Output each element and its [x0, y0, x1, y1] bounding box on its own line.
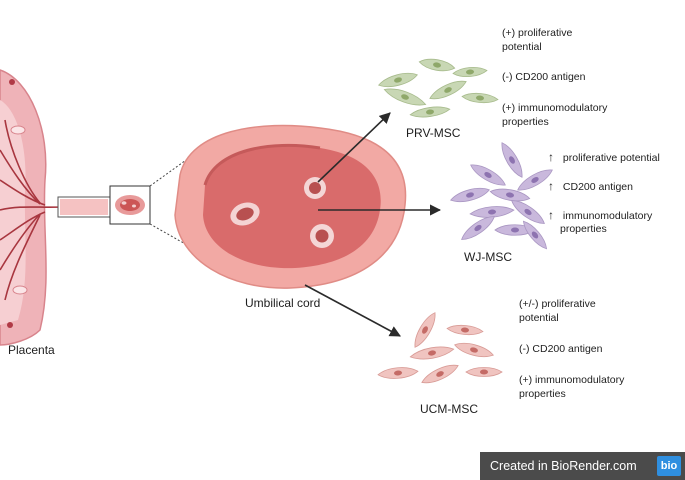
ucm-cell [409, 346, 455, 360]
placenta-graphic [0, 69, 61, 346]
prv-prop-proliferative-cont: potential [502, 41, 542, 53]
up-arrow-icon: ↑ [548, 208, 554, 222]
ucm-prop-immuno-cont: properties [519, 388, 566, 400]
ucm-cell [454, 342, 494, 358]
prv-msc-cells [378, 58, 499, 118]
placenta-label: Placenta [8, 343, 55, 357]
ucm-cell [414, 312, 436, 348]
wj-cell [501, 142, 523, 178]
wj-prop-proliferative: ↑ proliferative potential [548, 150, 660, 165]
umbilical-cord-label: Umbilical cord [245, 296, 321, 310]
wj-prop-immuno-cont: properties [560, 223, 607, 235]
wj-cell [469, 206, 515, 218]
wj-cell [450, 187, 490, 203]
prv-cell [452, 66, 488, 78]
prv-prop-immuno-cont: properties [502, 116, 549, 128]
up-arrow-icon: ↑ [548, 179, 554, 193]
ucm-cell [446, 324, 484, 336]
arrows [304, 112, 442, 337]
wj-prop-immuno-text: immunomodulatory [562, 210, 653, 222]
ucm-msc-cells [377, 312, 503, 384]
wj-prop-cd200: ↑ CD200 antigen [548, 179, 633, 194]
prv-cell [461, 92, 499, 104]
biorender-badge[interactable]: Created in BioRender.com bio [480, 452, 685, 480]
prv-msc-label: PRV-MSC [406, 126, 461, 140]
ucm-cell [465, 367, 503, 377]
prv-cell [429, 80, 467, 100]
ucm-cell [421, 364, 459, 384]
prv-cell [383, 88, 427, 106]
ucm-prop-cd200: (-) CD200 antigen [519, 343, 603, 355]
badge-text: Created in BioRender.com [490, 459, 637, 473]
wj-prop-proliferative-text: proliferative potential [562, 152, 660, 164]
wj-cell [461, 216, 495, 240]
up-arrow-icon: ↑ [548, 150, 554, 164]
cord-segment [57, 149, 211, 259]
wj-cell [517, 169, 553, 191]
prv-prop-immuno: (+) immunomodulatory [502, 102, 608, 114]
ucm-prop-immuno: (+) immunomodulatory [519, 374, 625, 386]
ucm-prop-proliferative: (+/-) proliferative [519, 298, 596, 310]
wj-prop-immuno: ↑ immunomodulatory [548, 208, 652, 223]
cord-cross-section [174, 124, 407, 289]
wj-cell [489, 188, 531, 202]
ucm-prop-proliferative-cont: potential [519, 312, 559, 324]
ucm-cell [377, 367, 419, 379]
prv-prop-proliferative: (+) proliferative [502, 27, 573, 39]
wj-msc-cells [450, 142, 553, 250]
wj-cell [470, 164, 506, 186]
biorender-logo-icon: bio [657, 456, 681, 476]
ucm-msc-label: UCM-MSC [420, 402, 478, 416]
wj-cell [522, 220, 548, 250]
wj-cell [511, 200, 545, 224]
prv-cell [409, 106, 451, 118]
prv-cell [378, 72, 418, 88]
wj-prop-cd200-text: CD200 antigen [562, 181, 633, 193]
prv-cell [418, 58, 456, 72]
prv-prop-cd200: (-) CD200 antigen [502, 71, 586, 83]
wj-msc-label: WJ-MSC [464, 250, 512, 264]
